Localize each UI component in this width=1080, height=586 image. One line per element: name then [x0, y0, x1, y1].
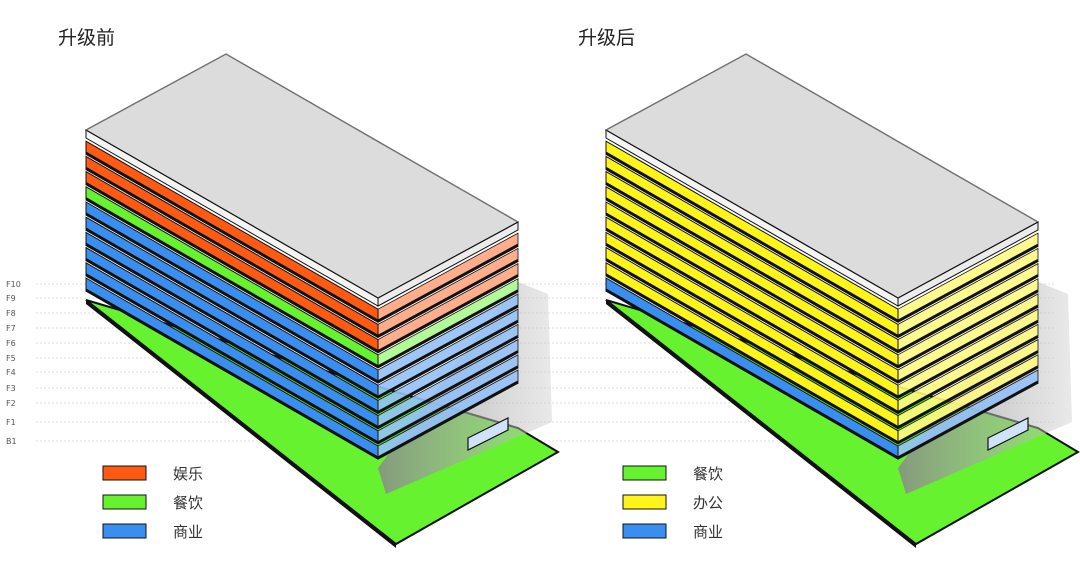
floor-slab-edge — [85, 288, 519, 460]
floor-slab — [85, 246, 519, 430]
building-after — [604, 53, 1080, 548]
legend-label: 娱乐 — [173, 465, 203, 483]
floor-label-f4: F4 — [6, 368, 16, 377]
roof-parapet — [85, 53, 519, 223]
floor-label-f5: F5 — [6, 354, 16, 363]
legend-swatch — [622, 494, 667, 510]
floor-slab-edge — [85, 167, 519, 339]
floor-slab — [85, 155, 519, 339]
floor-label-f1: F1 — [6, 418, 16, 427]
floor-slab — [605, 231, 1039, 415]
floor-slab — [85, 216, 519, 399]
ground-plate-edge — [606, 300, 916, 548]
floor-slab-edge — [605, 273, 1039, 445]
floor-label-f8: F8 — [6, 309, 16, 318]
floor-slab — [85, 201, 519, 384]
legend-item: 办公 — [622, 494, 723, 512]
legend-item: 娱乐 — [102, 465, 203, 483]
legend-label: 商业 — [693, 523, 723, 541]
legend-item: 商业 — [622, 523, 723, 541]
legend-swatch — [102, 465, 147, 481]
floor-slab — [605, 140, 1039, 323]
legend-swatch — [102, 494, 147, 510]
floor-slab-edge — [85, 182, 519, 354]
floor-slab — [85, 185, 519, 369]
roof-parapet — [605, 53, 1039, 223]
floor-slab — [605, 261, 1039, 445]
floor-slab — [85, 277, 519, 460]
legend-label: 餐饮 — [693, 465, 723, 483]
floor-label-b1: B1 — [6, 437, 17, 446]
floor-slab-edge — [605, 212, 1039, 384]
floor-label-f2: F2 — [6, 399, 16, 408]
panel-title-before: 升级前 — [58, 27, 115, 49]
floor-slab-edge — [85, 227, 519, 399]
floor-slab-edge — [605, 197, 1039, 369]
floor-slab-edge — [605, 227, 1039, 399]
floor-label-f10: F10 — [6, 280, 21, 289]
legend-item: 餐饮 — [102, 494, 203, 512]
podium-box — [987, 417, 1029, 451]
floor-label-f6: F6 — [6, 339, 16, 348]
floor-slab — [85, 170, 519, 354]
legend-label: 商业 — [173, 523, 203, 541]
floor-slab — [605, 216, 1039, 399]
floor-slab — [605, 155, 1039, 339]
floor-label-f7: F7 — [6, 324, 16, 333]
floor-slab-edge — [605, 167, 1039, 339]
building-before — [84, 53, 560, 548]
floor-slab — [85, 231, 519, 415]
floor-slab-edge — [605, 288, 1039, 460]
ground-plate-edge — [86, 300, 396, 548]
floor-slab-edge — [605, 151, 1039, 323]
floor-slab-edge — [605, 243, 1039, 415]
floor-slab-edge — [85, 243, 519, 415]
floor-label-f9: F9 — [6, 294, 16, 303]
floor-label-f3: F3 — [6, 384, 16, 393]
legend-label: 办公 — [693, 494, 723, 512]
floor-slab-edge — [605, 182, 1039, 354]
legend-item: 餐饮 — [622, 465, 723, 483]
floor-slab — [85, 261, 519, 445]
panel-title-after: 升级后 — [578, 27, 635, 49]
floor-slab — [85, 140, 519, 323]
floor-slab — [605, 185, 1039, 369]
legend-swatch — [622, 465, 667, 481]
floor-slab-edge — [85, 273, 519, 445]
legend-item: 商业 — [102, 523, 203, 541]
floor-slab — [605, 201, 1039, 384]
floor-slab-edge — [85, 197, 519, 369]
legend-swatch — [102, 523, 147, 539]
legend-swatch — [622, 523, 667, 539]
floor-slab — [605, 277, 1039, 460]
podium-box — [467, 417, 509, 451]
floor-slab-edge — [85, 258, 519, 430]
floor-slab-edge — [85, 212, 519, 384]
floor-slab-edge — [85, 151, 519, 323]
floor-slab — [605, 170, 1039, 354]
floor-slab — [605, 246, 1039, 430]
floor-slab-edge — [605, 258, 1039, 430]
legend-label: 餐饮 — [173, 494, 203, 512]
